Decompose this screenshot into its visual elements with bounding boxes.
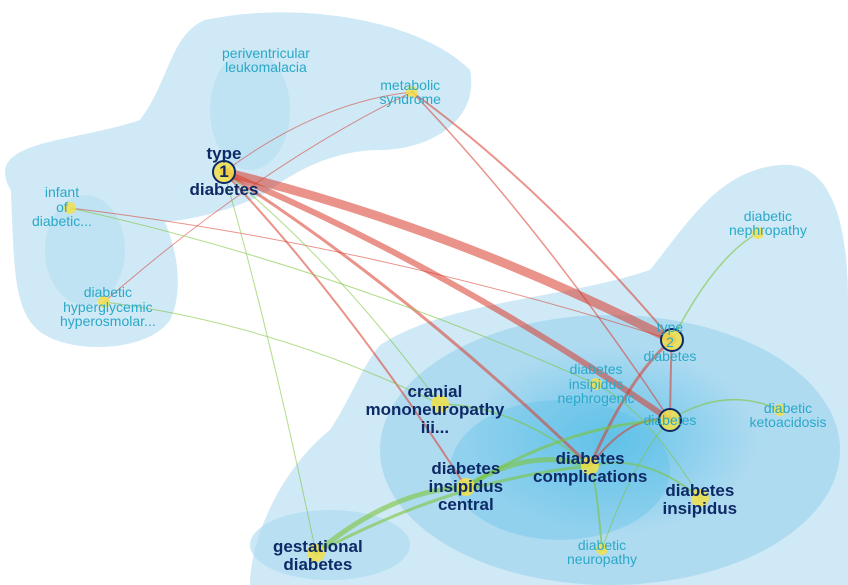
edge-dinephrogenic-insipidus [595,383,701,499]
node-label-line: type [206,144,242,163]
node-dot-dinephrogenic[interactable] [590,378,602,390]
node-label-line: diabetes [569,361,623,377]
edge-gestational-complications [314,464,592,555]
node-label-line: insipidus [662,498,738,518]
node-dot-hyperglycemic[interactable] [98,296,110,308]
node-label-line: complications [533,466,648,486]
edge-metabolic-type2 [411,91,673,341]
node-label-line: diabetes [555,449,625,468]
edge-type1-dicentral [223,171,467,488]
edge-hyperglycemic-metabolic [103,91,413,303]
node-label-line: 1 [219,161,229,181]
node-label-diabetes[interactable]: diabetes [643,411,697,428]
node-label-line: diabetes [665,481,735,500]
node-dot-nephropathy[interactable] [752,227,764,239]
node-label-line: hyperglycemic [63,298,153,315]
edge-type2-nephropathy [671,232,759,341]
node-dot-type2[interactable] [660,328,684,352]
edge-type2-complications [588,338,674,468]
node-dot-neuropathy[interactable] [596,543,608,555]
node-label-line: gestational [273,537,363,556]
node-label-line: diabetic [83,284,132,300]
edge-type1-diabetes [221,169,673,423]
edge-type1-cranial [223,171,441,405]
node-label-line: central [437,494,494,514]
node-label-line: neuropathy [567,551,638,568]
node-label-line: diabetes [643,411,697,428]
node-label-line: diabetic [577,536,627,553]
edge-type1-gestational [223,171,317,554]
node-label-line: diabetic [763,399,813,416]
node-label-line: leukomalacia [225,59,307,76]
node-label-line: nephrogenic [557,390,635,407]
node-label-line: type [656,319,684,335]
node-label-line: of [56,198,68,215]
node-label-line: insipidus [428,476,504,496]
edge-hyperglycemic-cranial [103,301,441,405]
edge-cranial-complications [439,403,591,467]
cloud-peri-inner [210,50,290,170]
node-label-line: diabetic... [32,213,92,230]
node-dot-diabetes[interactable] [658,408,682,432]
node-dot-cranial[interactable] [431,395,449,413]
node-label-line: iii... [420,417,450,437]
edges [69,91,781,556]
node-markers [64,86,786,562]
node-label-line: hyperosmolar... [60,313,156,330]
node-label-line: nephropathy [729,222,807,239]
node-label-line: diabetes [431,459,501,478]
node-label-line: syndrome [379,91,441,108]
node-label-line: ketoacidosis [749,414,827,431]
node-dot-dicentral[interactable] [457,478,475,496]
node-dot-type1[interactable] [212,160,236,184]
node-dot-ketoacidosis[interactable] [774,404,786,416]
edge-type1-complications [222,170,592,468]
node-label-line: diabetic [743,207,793,224]
node-label-line: infant [44,184,80,200]
node-dot-metabolic[interactable] [406,86,418,98]
node-label-line: diabetes [189,179,259,199]
node-dot-gestational[interactable] [307,544,325,562]
edge-type1-type2 [219,167,677,345]
node-dot-infant[interactable] [64,202,76,214]
edge-dicentral-diabetes [464,418,672,489]
edge-diabetes-ketoacidosis [669,398,781,421]
node-label-line: cranial [407,382,463,401]
edge-infant-dinephrogenic [69,207,597,385]
edge-dicentral-gestational [313,484,469,556]
node-label-line: diabetes [643,348,697,365]
edge-type1-metabolic [223,91,413,173]
node-label-line: 2 [666,333,674,350]
node-label-line: metabolic [380,76,441,93]
edge-complications-insipidus [589,461,701,499]
node-label-line: periventricular [222,44,310,61]
edge-infant-type2 [69,207,673,341]
node-label-line: insipidus [568,375,624,392]
edge-metabolic-diabetes [411,91,671,421]
cloud-left-inner [45,195,125,305]
node-dot-insipidus[interactable] [691,489,709,507]
node-label-line: diabetes [283,554,353,574]
node-dot-complications[interactable] [581,457,599,475]
node-label-line: mononeuropathy [365,399,505,419]
